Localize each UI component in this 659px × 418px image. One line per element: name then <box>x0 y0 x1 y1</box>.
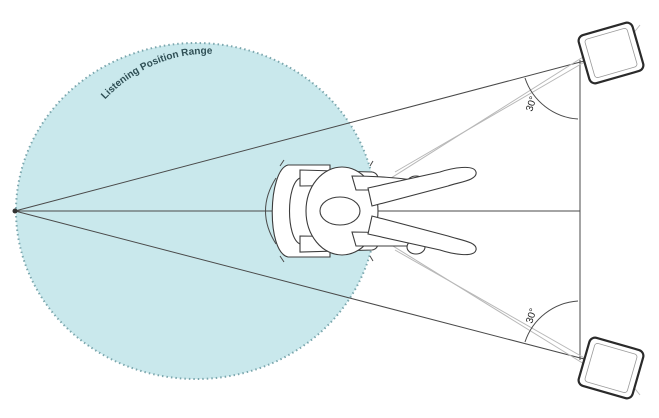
reflection-line-top <box>380 40 610 185</box>
angle-label-bottom: 30° <box>524 307 539 325</box>
listening-point <box>13 209 18 214</box>
reflection-line-top-2 <box>395 60 588 172</box>
reflection-line-bottom <box>380 238 610 380</box>
speaker-top <box>577 21 645 84</box>
leg-top <box>368 167 476 206</box>
head <box>320 197 360 225</box>
speaker-bottom <box>577 336 645 399</box>
angle-label-top: 30° <box>524 95 539 113</box>
